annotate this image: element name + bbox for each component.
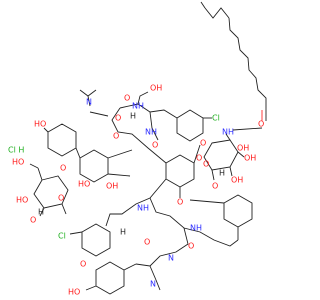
aryl-ring-lower-left (81, 223, 111, 257)
oh-label-1: OH (237, 144, 249, 153)
nh-label-top: NH (132, 102, 144, 111)
aryl-ring-left-mid (79, 149, 109, 183)
oh-label-sugar-2: O (30, 216, 36, 225)
ho-label-sugar-top: HO (12, 158, 24, 167)
structure-canvas: O NH OH OH O OH O H O Cl O O OH O NH NH … (8, 1, 267, 297)
h-label-1: H (219, 169, 225, 178)
lipid-chain (200, 1, 267, 121)
nh-label-bottom-1: NH (137, 204, 149, 213)
ether-oxygen-label-1: O (200, 139, 206, 148)
n-bottom-label: N (150, 280, 156, 289)
ether-oxygen-label-4: O (80, 260, 86, 269)
aryl-ring-bottom (95, 261, 125, 295)
ho-label-left-mid: HO (78, 180, 90, 189)
chlorine-top-label: Cl (212, 114, 220, 123)
amide-oxygen-label: O (258, 120, 264, 129)
peptide-backbone-top (111, 91, 178, 164)
aryl-ring-right (223, 194, 253, 228)
nh-label-mid: NH (145, 128, 157, 137)
h-label-3: H (38, 208, 44, 217)
glyco-oxygen-label: O (196, 154, 202, 163)
ho-label-bottom: HO (68, 288, 80, 297)
h-label-4: H (120, 228, 126, 237)
peptide-backbone-bottom (105, 178, 239, 267)
carbonyl-o-label-3: O (152, 141, 158, 150)
amide-nh-label: NH (222, 128, 234, 137)
ether-oxygen-label-3: O (60, 164, 66, 173)
molecule-drawing: O NH OH OH O OH O H O Cl O O OH O NH NH … (8, 1, 267, 297)
nh-label-bottom-3: N (168, 254, 174, 263)
carbonyl-o-label-5: O (144, 238, 150, 247)
aryl-ring-chloro (176, 109, 204, 142)
ring-oxygen-label-left: O (58, 194, 64, 203)
carbonyl-o-label-4: O (115, 114, 121, 123)
dimethylamine-group (79, 89, 109, 117)
ring-oxygen-label: O (203, 160, 209, 169)
aryl-ring-central (165, 154, 195, 188)
h-label-2: H (130, 112, 136, 121)
oh-label-2: OH (244, 154, 256, 163)
oh-label-top: OH (150, 84, 162, 93)
carboxyl-oh-label: OH (231, 176, 243, 185)
ho-label-left-top: HO (34, 120, 46, 129)
ether-oxygen-label-2: O (177, 198, 183, 207)
carbonyl-o-label-6: O (188, 242, 194, 251)
nh-label-bottom-2: NH (190, 224, 202, 233)
amine-n-label: N (86, 98, 92, 107)
chlorine-mid-label: Cl (58, 232, 66, 241)
sugar-ring-left (33, 175, 69, 209)
ho-label-sugar-1: HO (16, 196, 28, 205)
carbonyl-o-label-1: O (124, 94, 130, 103)
carbonyl-o-label-2: O (113, 132, 119, 141)
carboxyl-o-label: O (212, 182, 218, 191)
oh-label-left-mid: OH (106, 182, 118, 191)
aryl-ring-left-top (47, 123, 77, 157)
hcl-salt-label: Cl H (8, 146, 24, 155)
